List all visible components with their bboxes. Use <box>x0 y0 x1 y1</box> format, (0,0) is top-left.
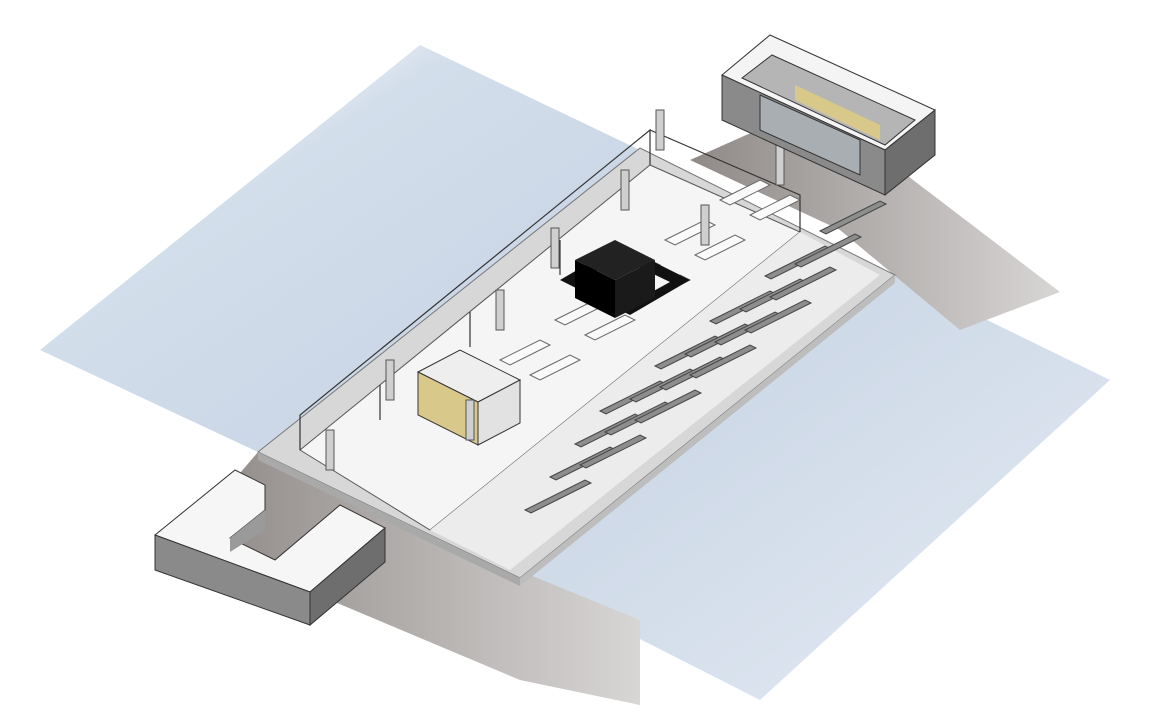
column <box>325 429 335 471</box>
water-right <box>520 275 1110 700</box>
column <box>465 399 475 441</box>
bench <box>523 479 593 514</box>
columns <box>325 109 785 471</box>
column <box>620 169 630 211</box>
black-core <box>560 240 690 318</box>
column <box>385 359 395 401</box>
bench-seating <box>523 200 888 514</box>
building-bottom-left <box>154 469 386 627</box>
glass-walls <box>299 128 801 450</box>
bridge-band-bottom <box>200 452 640 705</box>
work-table <box>498 339 552 366</box>
bench <box>578 434 648 469</box>
column <box>655 109 665 151</box>
bench <box>743 299 813 334</box>
bench <box>768 266 838 301</box>
bench <box>688 344 758 379</box>
column <box>495 289 505 331</box>
platform-edge <box>258 452 520 586</box>
column <box>550 227 560 269</box>
work-table <box>583 314 637 341</box>
work-table <box>528 354 582 381</box>
column <box>775 144 785 186</box>
platform-edge-right <box>520 275 895 586</box>
building-top-right <box>721 34 936 197</box>
work-table <box>748 194 802 221</box>
bench <box>633 389 703 424</box>
bench <box>793 233 863 268</box>
water-left <box>40 45 640 452</box>
bench <box>818 200 888 235</box>
column <box>700 204 710 246</box>
meeting-pod <box>416 349 522 446</box>
work-table <box>718 179 772 206</box>
work-table <box>693 234 747 261</box>
